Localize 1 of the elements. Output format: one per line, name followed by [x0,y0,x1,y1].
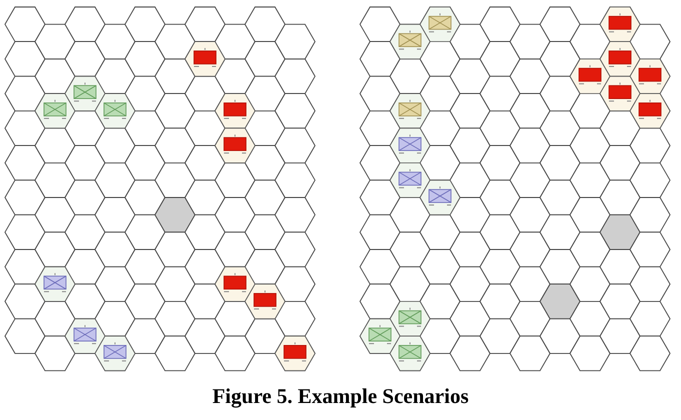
figure-caption: Figure 5. Example Scenarios [212,383,469,409]
